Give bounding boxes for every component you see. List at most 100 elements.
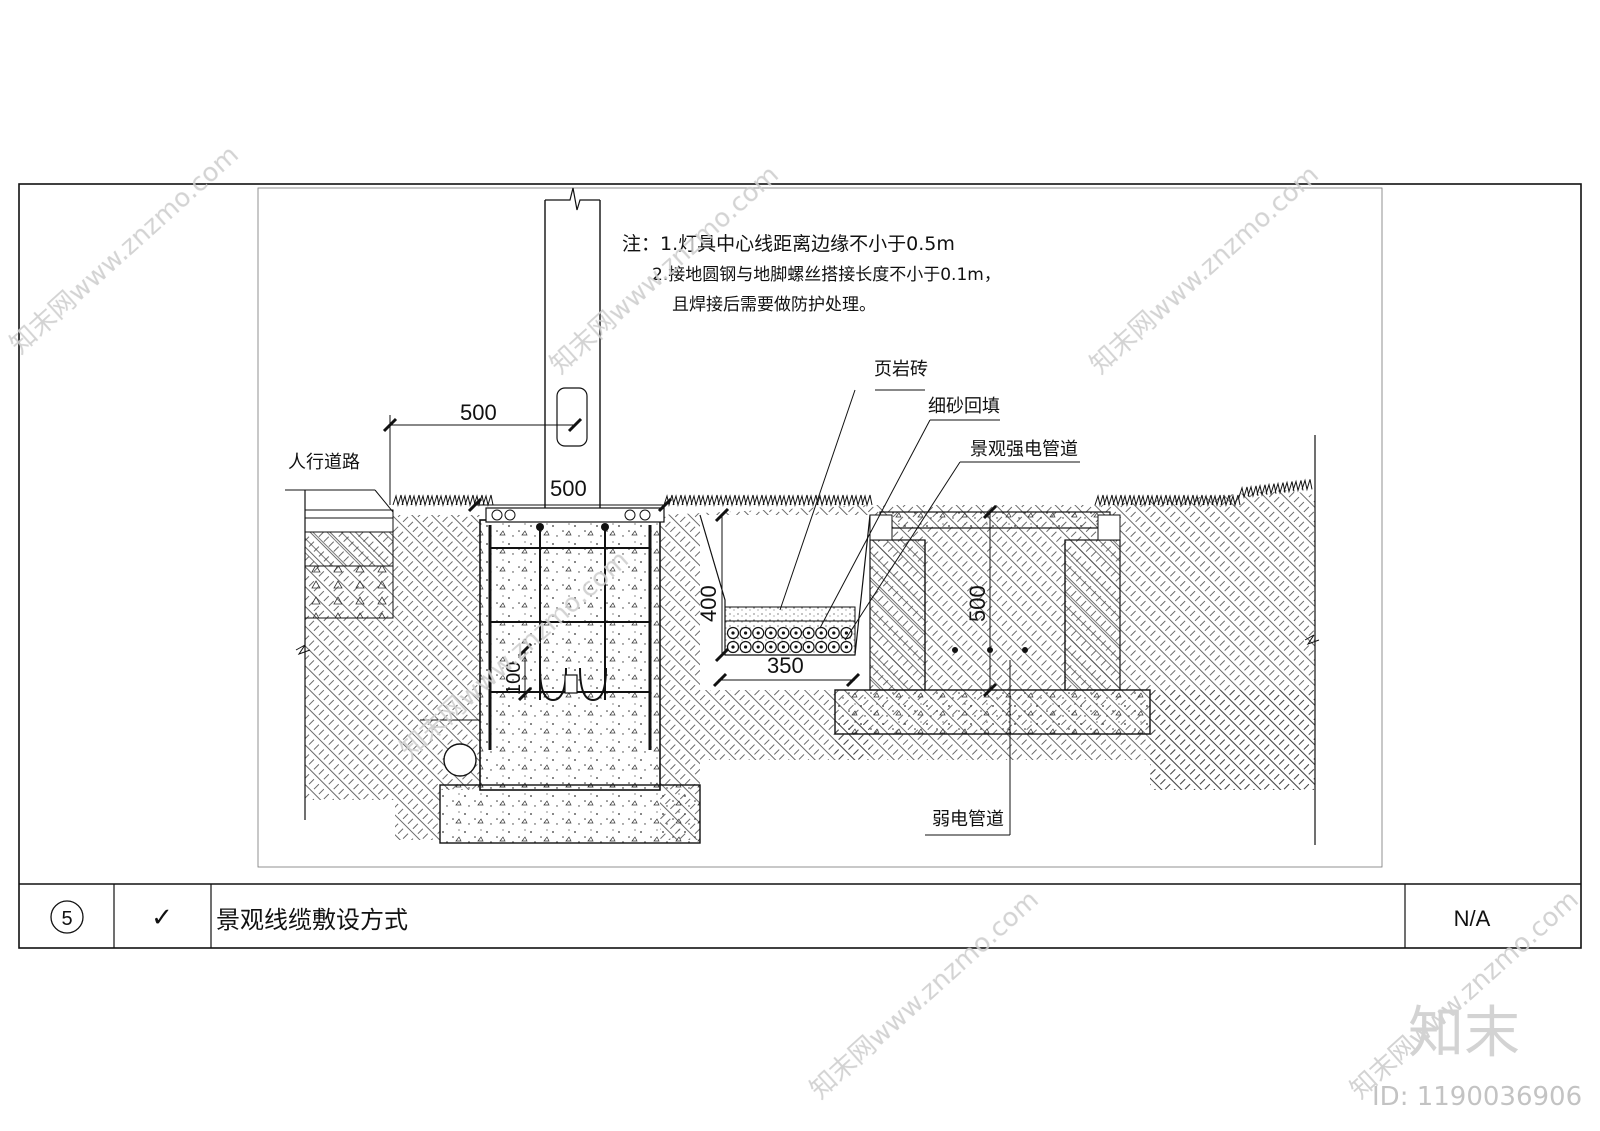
label-strong-power-duct: 景观强电管道 <box>970 439 1078 460</box>
grass-line <box>392 478 1313 507</box>
conduit-core <box>756 645 760 649</box>
grass-tuft <box>1175 494 1187 507</box>
grass-tuft <box>735 494 747 507</box>
conduit-bundle <box>726 626 853 654</box>
dim-trench-depth: 400 <box>696 585 721 622</box>
grass-tuft <box>482 494 494 507</box>
conduit-core <box>769 645 773 649</box>
grass-tuft <box>1157 494 1169 507</box>
grass-tuft <box>672 494 684 507</box>
conduit-core <box>807 645 811 649</box>
grass-tuft <box>825 494 837 507</box>
conduit-core <box>744 645 748 649</box>
note-line-2: 2.接地圆钢与地脚螺丝搭接长度不小于0.1m， <box>652 265 1001 285</box>
conduit-core <box>794 645 798 649</box>
detail-number: 5 <box>61 908 72 930</box>
grass-tuft <box>1238 486 1250 499</box>
detail-title: 景观线缆敷设方式 <box>216 906 408 934</box>
grass-tuft <box>1121 494 1133 507</box>
grass-tuft <box>861 494 873 507</box>
grass-tuft <box>1094 494 1106 507</box>
grass-tuft <box>1112 494 1124 507</box>
grass-tuft <box>852 494 864 507</box>
grass-tuft <box>401 494 413 507</box>
dimension-values: 500 500 400 350 100 500 <box>460 400 990 695</box>
grass-tuft <box>1184 494 1196 507</box>
check-mark-icon: ✓ <box>151 903 173 933</box>
grass-tuft <box>1256 483 1268 497</box>
drawing-frame <box>18 183 1582 949</box>
pedestrian-road-section <box>295 490 394 820</box>
dim-trench-width: 350 <box>767 653 804 678</box>
watermark-brand: 知末 <box>1408 1001 1520 1066</box>
grass-tuft <box>392 494 404 507</box>
dim-pole: 500 <box>550 476 587 501</box>
grass-tuft <box>816 494 828 507</box>
watermark-site-5: 知末网www.znzmo.com <box>805 885 1045 1105</box>
grass-tuft <box>843 494 855 507</box>
detail-number-circle <box>50 900 84 934</box>
grass-tuft <box>798 494 810 507</box>
conduit-core <box>769 631 773 635</box>
conduit-core <box>781 631 786 635</box>
conduit-core <box>731 631 735 635</box>
conduit-core <box>756 631 760 635</box>
conduit-core <box>832 631 836 635</box>
grass-tuft <box>1130 494 1142 507</box>
grass-tuft <box>762 494 774 507</box>
grass-tuft <box>1148 494 1160 507</box>
grass-tuft <box>744 494 756 507</box>
grass-tuft <box>1247 484 1259 498</box>
grass-tuft <box>1211 494 1223 507</box>
note-line-1: 注：1.灯具中心线距离边缘不小于0.5m <box>622 233 955 255</box>
light-pole <box>544 187 601 508</box>
grass-tuft <box>681 494 693 507</box>
dim-duct-height: 500 <box>965 585 990 622</box>
grass-tuft <box>789 494 801 507</box>
grass-tuft <box>699 494 711 507</box>
grass-tuft <box>726 494 738 507</box>
dim-ground-rod: 100 <box>503 662 525 695</box>
title-block: 5 ✓ 景观线缆敷设方式 N/A <box>50 900 1491 934</box>
grass-tuft <box>1292 479 1304 493</box>
label-weak-power-duct: 弱电管道 <box>932 809 1004 830</box>
grass-tuft <box>464 494 476 507</box>
label-fine-sand: 细砂回填 <box>928 396 1000 417</box>
grass-tuft <box>1103 494 1115 507</box>
conduit-core <box>781 645 786 649</box>
conduit-core <box>819 631 823 635</box>
conduit-core <box>844 631 849 635</box>
grass-tuft <box>834 494 846 507</box>
grass-tuft <box>771 494 783 507</box>
grass-tuft <box>1220 494 1232 507</box>
conduit-core <box>794 631 798 635</box>
conduit-core <box>844 645 849 649</box>
callout-labels: 人行道路 页岩砖 细砂回填 景观强电管道 弱电管道 <box>288 359 1078 830</box>
grass-tuft <box>1229 494 1241 507</box>
soil-hatching <box>305 490 1315 840</box>
grass-tuft <box>1283 480 1295 494</box>
label-pedestrian-road: 人行道路 <box>288 452 360 473</box>
grass-tuft <box>1274 481 1286 495</box>
conduit-core <box>731 645 735 649</box>
conduit-core <box>819 645 823 649</box>
grass-tuft <box>455 494 467 507</box>
notes-block: 注：1.灯具中心线距离边缘不小于0.5m 2.接地圆钢与地脚螺丝搭接长度不小于0… <box>622 233 1001 315</box>
grass-tuft <box>690 494 702 507</box>
grass-tuft <box>780 494 792 507</box>
pole-foundation <box>420 507 701 844</box>
watermark-site-3: 知末网www.znzmo.com <box>1085 160 1325 380</box>
grass-tuft <box>663 494 675 507</box>
note-line-3: 且焊接后需要做防护处理。 <box>672 295 876 315</box>
grass-tuft <box>446 494 458 507</box>
label-shale-brick: 页岩砖 <box>874 359 928 380</box>
grass-tuft <box>410 494 422 507</box>
conduit-core <box>832 645 836 649</box>
grass-tuft <box>717 494 729 507</box>
grass-tuft <box>753 494 765 507</box>
grass-tuft <box>1139 494 1151 507</box>
duct-box <box>834 435 1320 845</box>
grass-tuft <box>1301 478 1313 492</box>
grass-tuft <box>1166 494 1178 507</box>
